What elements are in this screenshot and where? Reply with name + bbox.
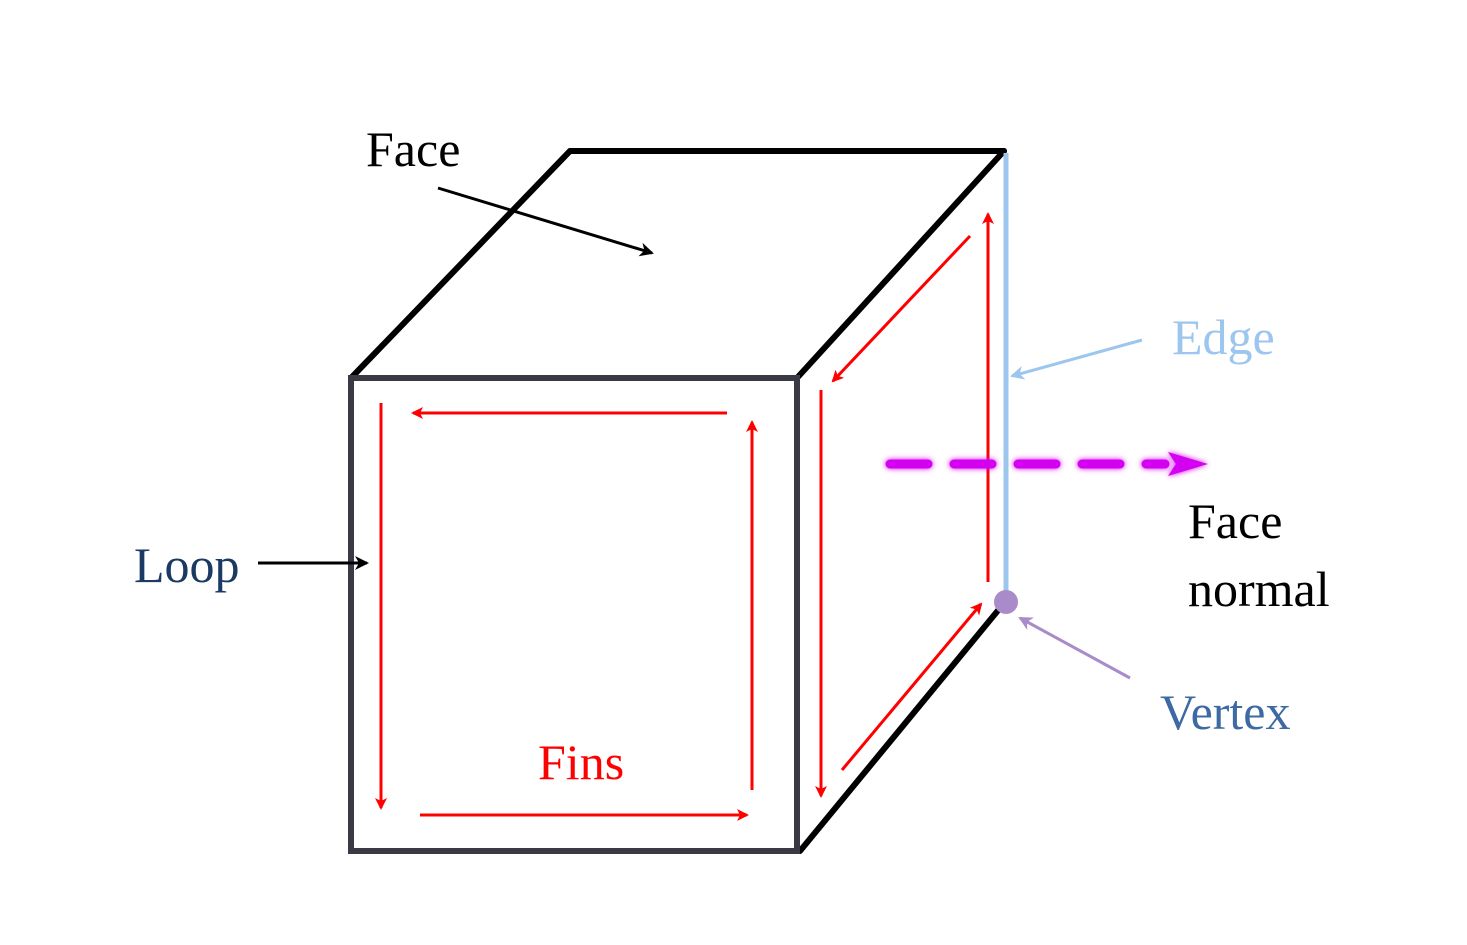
cube-edge-bottom-right (797, 605, 1003, 854)
fins-label: Fins (538, 734, 624, 790)
edge-label: Edge (1172, 309, 1275, 365)
edge-pointer-arrow (1010, 338, 1143, 380)
face-label: Face (366, 121, 460, 177)
loop-label: Loop (134, 537, 240, 593)
cube-edge-top-right (794, 148, 1007, 381)
front-face-outline (348, 375, 800, 854)
vertex-pointer-arrow (1018, 616, 1131, 680)
face-normal-arrow (885, 452, 1208, 476)
cube (348, 148, 1007, 854)
face-normal-arrowhead (1168, 452, 1208, 476)
cube-edge-top-left (348, 148, 573, 381)
vertex-dot (994, 590, 1018, 614)
right-face-fins (815, 212, 994, 798)
vertex-label: Vertex (1160, 684, 1291, 740)
face-pointer-arrow (437, 186, 654, 257)
fin-arrow-diag-lower (840, 602, 983, 771)
face-normal-label-line2: normal (1188, 561, 1330, 617)
fin-arrow-diag-upper (831, 234, 972, 383)
face-normal-label-line1: Face (1188, 493, 1282, 549)
front-face-fins (375, 403, 758, 821)
